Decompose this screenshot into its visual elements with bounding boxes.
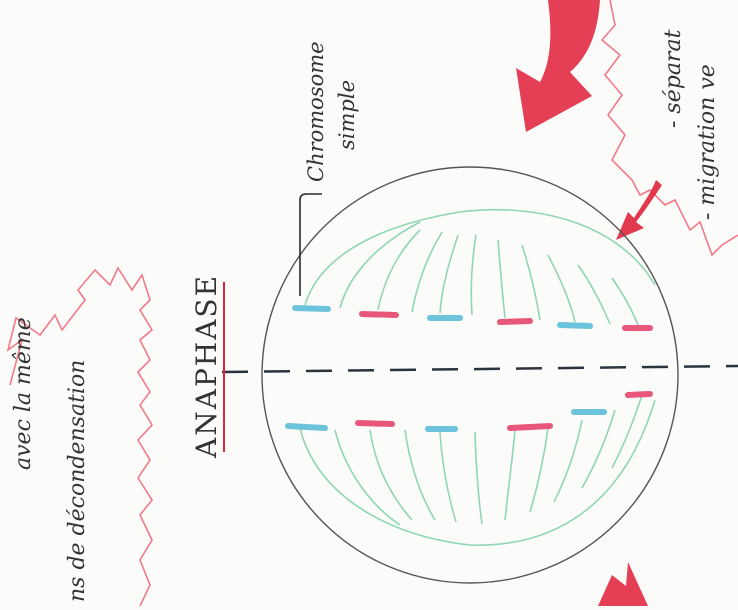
chromosome bbox=[355, 420, 395, 427]
cell-outline bbox=[261, 166, 679, 584]
left-note-line2: ns de décondensation bbox=[65, 360, 90, 602]
equator-dashed-line bbox=[221, 364, 738, 374]
chromosome bbox=[557, 322, 593, 329]
bottom-red-arrow bbox=[598, 562, 648, 606]
top-red-arrow bbox=[516, 0, 600, 132]
chromosome bbox=[497, 318, 533, 325]
small-red-arrow bbox=[616, 180, 662, 240]
chromosome bbox=[292, 305, 331, 312]
chromosomes-lower bbox=[285, 391, 653, 432]
right-note-line1: - séparat bbox=[661, 29, 686, 128]
left-note-line1: avec la même bbox=[11, 317, 36, 470]
spindle-upper bbox=[304, 209, 656, 326]
left-note-bubble bbox=[6, 266, 154, 607]
right-note-line2: - migration ve bbox=[695, 64, 720, 220]
chromosome-label-line1: Chromosome bbox=[304, 41, 328, 182]
chromosomes-upper bbox=[292, 305, 653, 331]
right-note-bubble bbox=[600, 0, 738, 257]
chromosome-leader-line bbox=[299, 193, 322, 296]
chromosome bbox=[359, 311, 399, 318]
phase-title: ANAPHASE bbox=[190, 274, 223, 459]
chromosome-label-line2: simple bbox=[335, 80, 359, 150]
spindle-lower bbox=[299, 394, 656, 546]
chromosome bbox=[285, 423, 328, 431]
chromosome bbox=[507, 423, 553, 431]
chromosome bbox=[625, 391, 653, 398]
